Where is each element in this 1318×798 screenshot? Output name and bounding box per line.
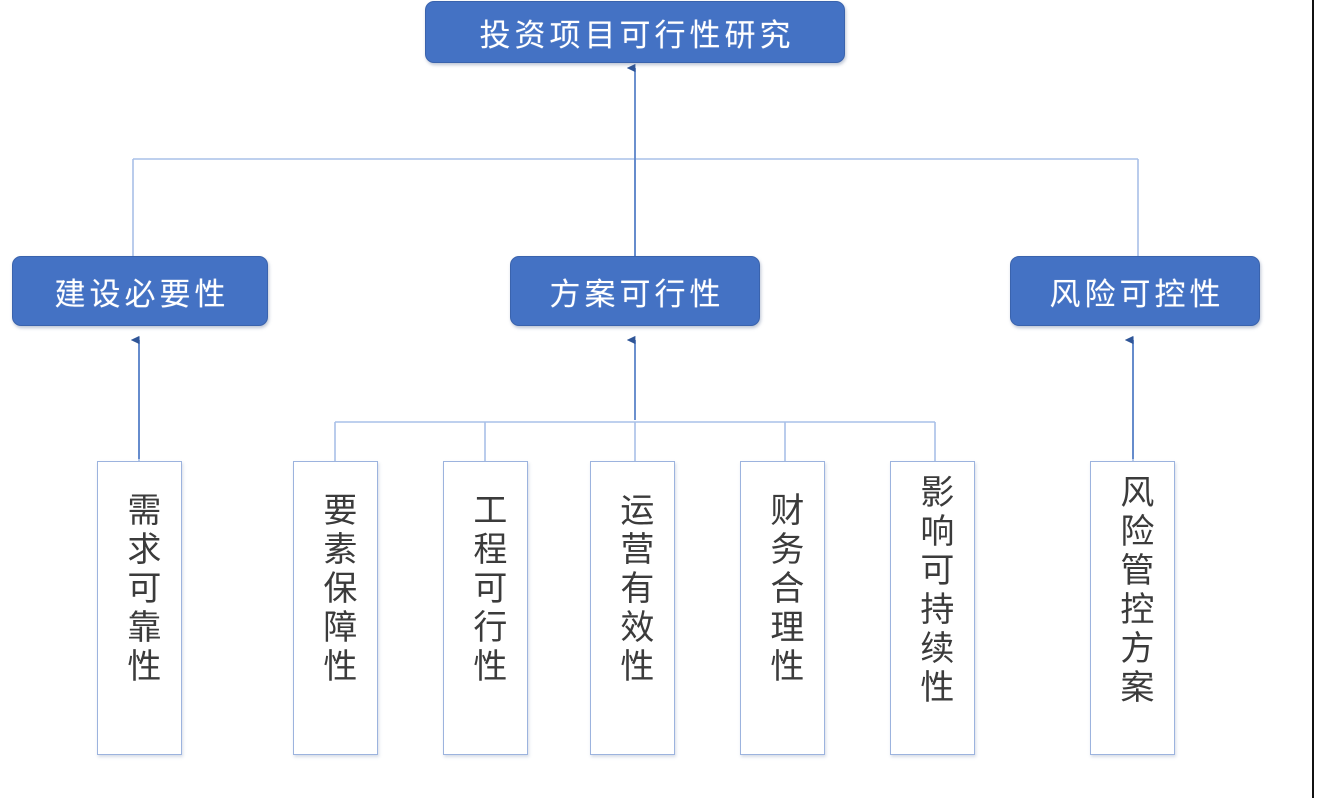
leaf-node-label: 影响可持续性 — [914, 474, 952, 708]
branch-node-label: 建设必要性 — [54, 276, 230, 312]
leaf-node-label: 运营有效性 — [614, 492, 652, 687]
branch-node-label: 风险可控性 — [1049, 276, 1225, 312]
branch-node-construction-necessity[interactable]: 建设必要性 — [12, 256, 268, 326]
leaf-node-label: 风险管控方案 — [1114, 474, 1152, 708]
root-node-label: 投资项目可行性研究 — [479, 17, 795, 53]
leaf-node-financial-rationality[interactable]: 财务合理性 — [740, 461, 825, 755]
leaf-node-engineering-feasibility[interactable]: 工程可行性 — [443, 461, 528, 755]
leaf-node-operational-effectiveness[interactable]: 运营有效性 — [590, 461, 675, 755]
root-node-investment-feasibility-study[interactable]: 投资项目可行性研究 — [425, 1, 845, 63]
page-edge-line — [1312, 0, 1314, 798]
leaf-node-label: 财务合理性 — [764, 492, 802, 687]
leaf-node-label: 需求可靠性 — [121, 492, 159, 687]
branch-node-label: 方案可行性 — [549, 276, 725, 312]
leaf-node-label: 工程可行性 — [467, 492, 505, 687]
leaf-node-demand-reliability[interactable]: 需求可靠性 — [97, 461, 182, 755]
leaf-node-factor-assurance[interactable]: 要素保障性 — [293, 461, 378, 755]
branch-node-risk-controllability[interactable]: 风险可控性 — [1010, 256, 1260, 326]
leaf-node-label: 要素保障性 — [317, 492, 355, 687]
leaf-node-impact-sustainability[interactable]: 影响可持续性 — [890, 461, 975, 755]
branch-node-plan-feasibility[interactable]: 方案可行性 — [510, 256, 760, 326]
leaf-node-risk-management-plan[interactable]: 风险管控方案 — [1090, 461, 1175, 755]
